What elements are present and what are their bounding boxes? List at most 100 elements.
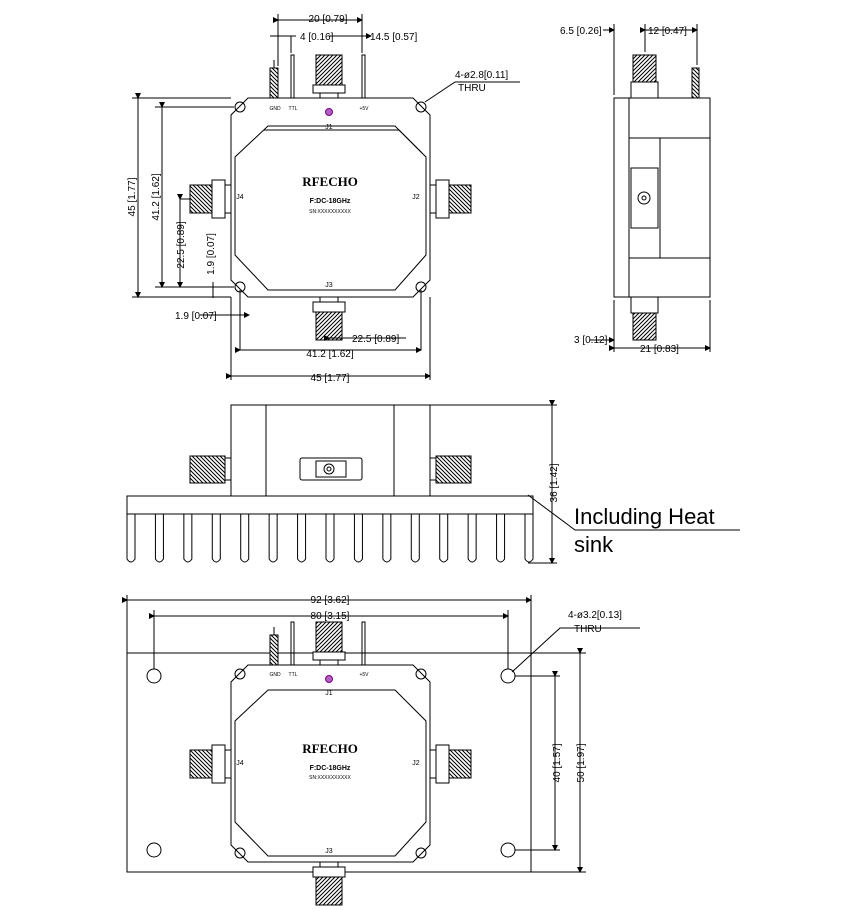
top-brand: RFECHO	[302, 174, 358, 189]
heatsink-fin	[410, 514, 420, 563]
dim-hole: 4-ø2.8[0.11]	[455, 70, 508, 81]
plate-hole	[146, 668, 162, 684]
bottom-pin-ttl: TTL	[289, 672, 298, 678]
bottom-brand: RFECHO	[302, 741, 358, 756]
dim-j3-pos: 22.5 [0.89]	[352, 334, 399, 345]
pin-label-gnd: GND	[269, 106, 281, 112]
dim-pin-pitch: 4 [0.16]	[300, 32, 334, 43]
heatsink-note-line1: Including Heat	[574, 504, 715, 529]
hs-right-connector	[435, 455, 472, 484]
heatsink-base	[126, 495, 534, 515]
bottom-j4-connector	[189, 749, 213, 779]
heatsink-fin	[268, 514, 278, 563]
mount-hole	[415, 101, 427, 113]
ttl-pin	[290, 54, 295, 99]
j3-connector	[315, 311, 343, 341]
bottom-j3-connector	[315, 876, 343, 906]
heatsink-fin	[325, 514, 335, 563]
heatsink-fin	[353, 514, 363, 563]
port-j1: J1	[325, 124, 333, 131]
port-j4: J4	[236, 194, 244, 201]
plate-hole	[146, 842, 162, 858]
dim-side-bottom-off: 3 [0.12]	[574, 335, 608, 346]
heatsink-fin	[524, 514, 534, 563]
heatsink-note-line2: sink	[574, 532, 614, 557]
bottom-pin-5v: +5V	[359, 672, 369, 678]
dim-bottom-thru: THRU	[574, 624, 602, 635]
bottom-port-j4: J4	[236, 760, 244, 767]
j1-indicator-dot	[325, 108, 333, 116]
heatsink-fin	[467, 514, 477, 563]
dim-side-top-pitch: 12 [0.47]	[648, 26, 687, 37]
mount-hole	[234, 101, 246, 113]
module-body	[230, 404, 431, 497]
dim-width-45: 45 [1.77]	[311, 373, 350, 384]
dim-height-45: 45 [1.77]	[127, 177, 138, 216]
hs-left-connector	[189, 455, 226, 484]
top-freq: F:DC-18GHz	[310, 198, 351, 205]
dim-pin-offset: 14.5 [0.57]	[370, 32, 417, 43]
dim-side-top-off: 6.5 [0.26]	[560, 26, 602, 37]
bottom-j2-connector	[448, 749, 472, 779]
bottom-freq: F:DC-18GHz	[310, 765, 351, 772]
port-j2: J2	[412, 194, 420, 201]
side-j2-connector	[630, 167, 659, 229]
j1-connector	[315, 54, 343, 86]
side-j3-connector	[632, 312, 657, 341]
bottom-j1-connector	[315, 621, 343, 653]
side-j1-connector	[632, 54, 657, 83]
j2-connector	[448, 184, 472, 214]
bottom-pin-gnd: GND	[269, 672, 281, 678]
dim-h40: 40 [1.57]	[552, 743, 563, 782]
bottom-j1-dot	[325, 675, 333, 683]
dim-width-80: 80 [3.15]	[311, 611, 350, 622]
heatsink-fin	[126, 514, 136, 563]
dim-h50: 50 [1.97]	[576, 743, 587, 782]
j4-connector	[189, 184, 213, 214]
dim-j4-pos: 22.5 [0.89]	[176, 221, 187, 268]
heatsink-view	[126, 400, 740, 564]
dim-width-412: 41.2 [1.62]	[306, 349, 353, 360]
dim-width-92: 92 [3.62]	[311, 595, 350, 606]
heatsink-fin	[183, 514, 193, 563]
heatsink-fin	[240, 514, 250, 563]
bottom-module-outline	[230, 664, 431, 863]
bottom-view	[122, 595, 640, 906]
sma-port-window	[299, 457, 363, 481]
heatsink-fin	[211, 514, 221, 563]
heatsink-fin	[297, 514, 307, 563]
v5-pin	[361, 54, 366, 99]
top-view-inner	[234, 125, 427, 291]
dim-height-412: 41.2 [1.62]	[151, 173, 162, 220]
top-view-labels: RFECHO F:DC-18GHz SN:XXXXXXXXXX GND TTL …	[127, 14, 508, 384]
side-view	[590, 24, 711, 352]
side-view-labels: 6.5 [0.26] 12 [0.47] 3 [0.12] 21 [0.83]	[560, 26, 687, 355]
top-view	[132, 14, 520, 380]
pin-label-ttl: TTL	[289, 106, 298, 112]
dim-side-depth: 21 [0.83]	[640, 344, 679, 355]
top-serial: SN:XXXXXXXXXX	[309, 209, 351, 215]
heatsink-fins	[126, 495, 534, 563]
dim-bottom-hole: 4-ø3.2[0.13]	[568, 610, 622, 621]
dim-heatsink-height: 36 [1.42]	[549, 463, 560, 502]
heatsink-fin	[154, 514, 164, 563]
heatsink-labels: 36 [1.42] Including Heat sink	[549, 463, 715, 557]
dim-top-width: 20 [0.79]	[309, 14, 348, 25]
port-j3: J3	[325, 282, 333, 289]
gnd-pin	[269, 67, 279, 99]
bottom-view-labels: RFECHO F:DC-18GHz SN:XXXXXXXXXX GND TTL …	[236, 595, 622, 855]
heatsink-fin	[439, 514, 449, 563]
dim-thru: THRU	[458, 83, 486, 94]
heatsink-fin	[496, 514, 506, 563]
bottom-port-j2: J2	[412, 760, 420, 767]
top-view-outline	[230, 97, 431, 298]
bottom-port-j1: J1	[325, 690, 333, 697]
plate-hole	[500, 842, 516, 858]
dim-h-off: 1.9 [0.07]	[175, 311, 217, 322]
heatsink-fin	[382, 514, 392, 563]
bottom-port-j3: J3	[325, 848, 333, 855]
side-pin	[691, 67, 700, 99]
bottom-serial: SN:XXXXXXXXXX	[309, 775, 351, 781]
dim-j4-off: 1.9 [0.07]	[206, 233, 217, 275]
